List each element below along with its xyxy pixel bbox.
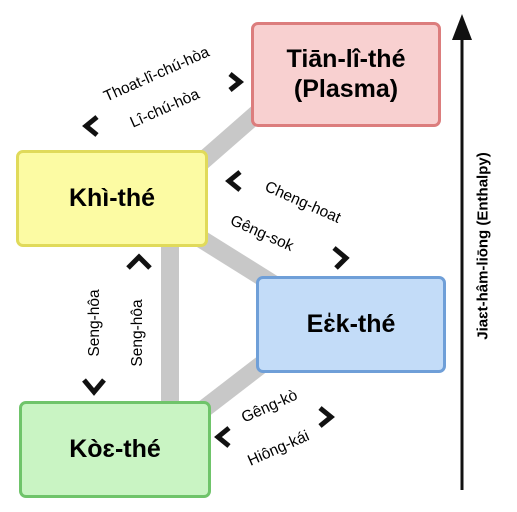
- chevron-condensation-icon: [225, 170, 242, 192]
- enthalpy-axis-arrowhead: [452, 14, 472, 40]
- chevron-deposition-icon: [82, 378, 106, 396]
- liquid-state-box: Eɛ̍k-thé: [256, 276, 446, 373]
- chevron-ionization-icon: [228, 72, 245, 92]
- plasma-state-label: Tiān-lî-thé: [286, 45, 406, 73]
- plasma-state-english: (Plasma): [293, 74, 399, 103]
- gas-state-box: Khì-thé: [16, 150, 208, 247]
- chevron-sublimation-icon: [126, 253, 152, 270]
- deposition-label: Seng-hôa: [86, 289, 103, 357]
- gas-state-label: Khì-thé: [68, 183, 156, 212]
- chevron-recombination-icon: [82, 115, 99, 137]
- solid-state-label: Kòɛ-thé: [69, 434, 161, 463]
- chevron-melting-icon: [318, 406, 335, 428]
- liquid-state-label: Eɛ̍k-thé: [306, 309, 396, 338]
- sublimation-label: Seng-hôa: [129, 299, 146, 367]
- chevron-freezing-icon: [214, 426, 231, 448]
- chevron-evaporation-icon: [332, 246, 350, 270]
- enthalpy-axis-label: Jiaɛt-hâm-liōng (Enthalpy): [474, 152, 492, 340]
- plasma-state-box: Tiān-lî-thé (Plasma): [251, 22, 441, 127]
- solid-state-box: Kòɛ-thé: [19, 401, 211, 498]
